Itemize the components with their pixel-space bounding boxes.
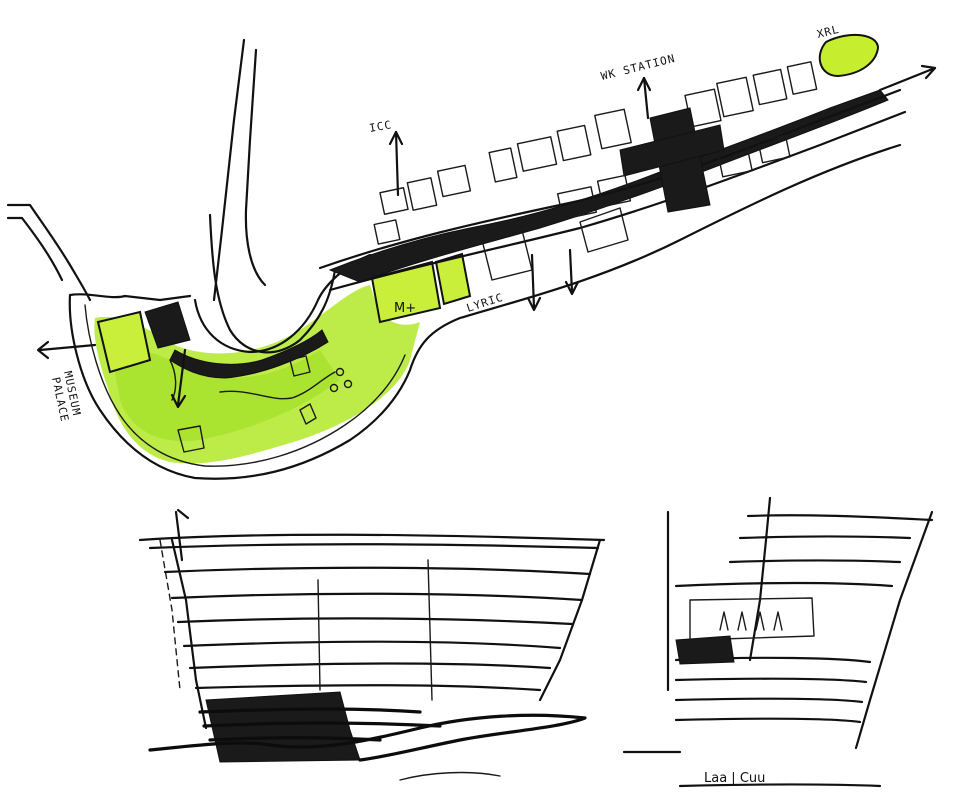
left-road-2: [6, 216, 64, 282]
rsection-inner-wall: [748, 496, 772, 662]
section-core-2: [427, 559, 433, 701]
rsection-windows: [719, 611, 783, 631]
rsection-hatch: [675, 635, 735, 665]
section-left-wall-dashed: [159, 539, 181, 691]
xrl-label: XRL: [816, 23, 841, 41]
highway-vertical: [212, 38, 246, 302]
icc-label: ICC: [368, 118, 393, 135]
museum-hatch: [144, 301, 191, 349]
section-right-wall: [538, 538, 602, 702]
left-road: [6, 203, 92, 302]
rsection-ground-label: Laa | Cuu: [704, 771, 765, 786]
site-outline: [68, 143, 902, 480]
lyric-block: [434, 252, 472, 306]
section-roof: [138, 533, 606, 542]
direction-arrows: [36, 64, 937, 409]
building-blocks: [373, 61, 818, 245]
highway-ramp-inner: [193, 253, 372, 354]
mplus-label: M+: [394, 301, 416, 316]
xrl-block: [818, 33, 880, 78]
wk-station-label: WK STATION: [600, 52, 677, 83]
section-ground-tail: [399, 771, 501, 781]
palace-museum-block: [96, 310, 152, 374]
building-section-right: Laa | Cuu: [622, 496, 934, 788]
building-section-left: [138, 508, 606, 781]
rsection-room: [689, 597, 815, 641]
ramp-hatch: [169, 329, 329, 379]
rsection-right-wall: [854, 510, 934, 750]
spine-edge-bottom: [328, 110, 907, 292]
section-left-wall: [170, 538, 208, 730]
section-base-hatch: [205, 691, 361, 763]
rsection-roof: [746, 514, 934, 522]
south-block-2: [579, 207, 629, 253]
park-green-highlight: [110, 345, 340, 442]
site-outline-inner: [84, 304, 406, 467]
section-ground: [148, 713, 587, 762]
section-top-tick: [174, 508, 190, 562]
site-plan: PALACE MUSEUM M+ LYRIC ICC WK STATION XR…: [6, 23, 937, 480]
central-spine-hatch: [328, 89, 889, 283]
rsection-ground-right: [678, 783, 882, 788]
wk-station-cross: [619, 124, 725, 177]
section-floor-plates: [148, 543, 600, 692]
mplus-block: [370, 260, 442, 324]
rsection-floor-plates: [674, 535, 912, 724]
highway-vertical-2: [244, 48, 267, 287]
section-core-1: [317, 579, 321, 691]
